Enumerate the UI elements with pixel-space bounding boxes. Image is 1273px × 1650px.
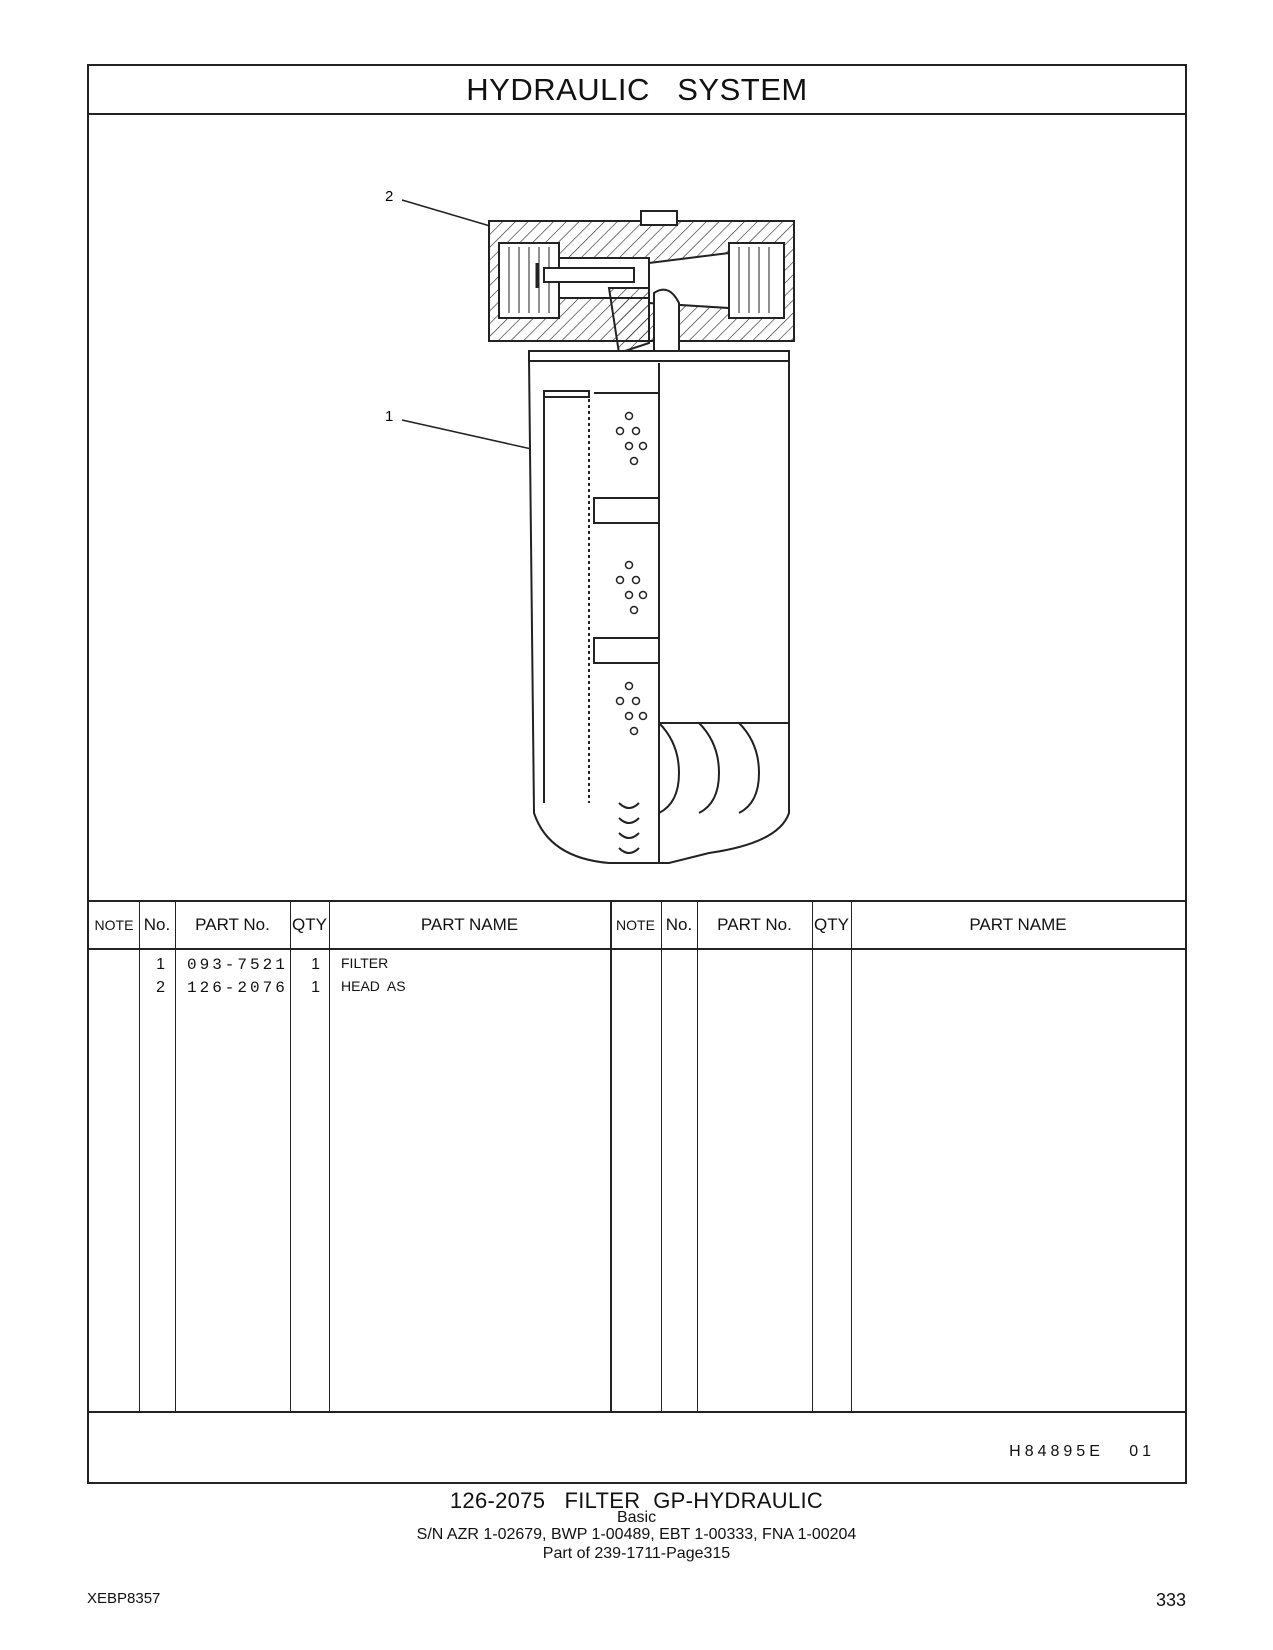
callout-leader-2 <box>401 199 491 227</box>
column-header-qty-right: QTY <box>814 915 849 934</box>
column-header-qty: QTY <box>292 915 327 934</box>
parts-page-frame: HYDRAULIC SYSTEM 2 1 <box>87 64 1187 1484</box>
column-header-no: No. <box>143 915 171 934</box>
filter-canister-part <box>527 350 790 864</box>
filter-head-part <box>488 210 795 384</box>
column-header-part-no: PART No. <box>195 915 270 934</box>
parts-table: NOTE No. PART No. QTY PART NAME NOTE No.… <box>89 902 1185 1469</box>
row-part-name: FILTER <box>341 955 389 971</box>
row-qty: 1 <box>311 979 320 996</box>
column-header-note-right: NOTE <box>616 917 655 933</box>
column-header-note: NOTE <box>94 917 134 933</box>
part-of-reference: Part of 239-1711-Page315 <box>542 1545 731 1562</box>
row-item-no: 2 <box>156 979 165 996</box>
column-header-no-right: No. <box>665 915 693 934</box>
filter-cross-section-illustration: 2 1 <box>385 188 795 864</box>
callout-label-1: 1 <box>385 408 393 425</box>
filter-perforation-holes <box>615 411 648 736</box>
callout-label-2: 2 <box>385 188 393 205</box>
serial-numbers: S/N AZR 1-02679, BWP 1-00489, EBT 1-0033… <box>416 1526 857 1543</box>
column-header-part-no-right: PART No. <box>717 915 792 934</box>
column-header-part-name: PART NAME <box>420 915 519 934</box>
row-item-no: 1 <box>156 956 165 973</box>
callout-leader-1 <box>401 419 537 451</box>
row-qty: 1 <box>311 956 320 973</box>
exploded-drawing: 2 1 <box>89 113 1185 902</box>
group-subtitle: Basic <box>616 1509 657 1526</box>
page-number: 333 <box>1155 1590 1186 1610</box>
group-title: 126-2075 FILTER GP-HYDRAULIC <box>449 1488 824 1513</box>
document-id: XEBP8357 <box>87 1590 161 1607</box>
row-part-number: 093-7521 <box>187 956 288 974</box>
row-part-number: 126-2076 <box>187 979 288 997</box>
page-title: HYDRAULIC SYSTEM <box>89 66 1185 115</box>
illustration-reference-code: H84895E 01 <box>1009 1443 1155 1460</box>
row-part-name: HEAD AS <box>341 978 406 994</box>
column-header-part-name-right: PART NAME <box>969 915 1067 934</box>
